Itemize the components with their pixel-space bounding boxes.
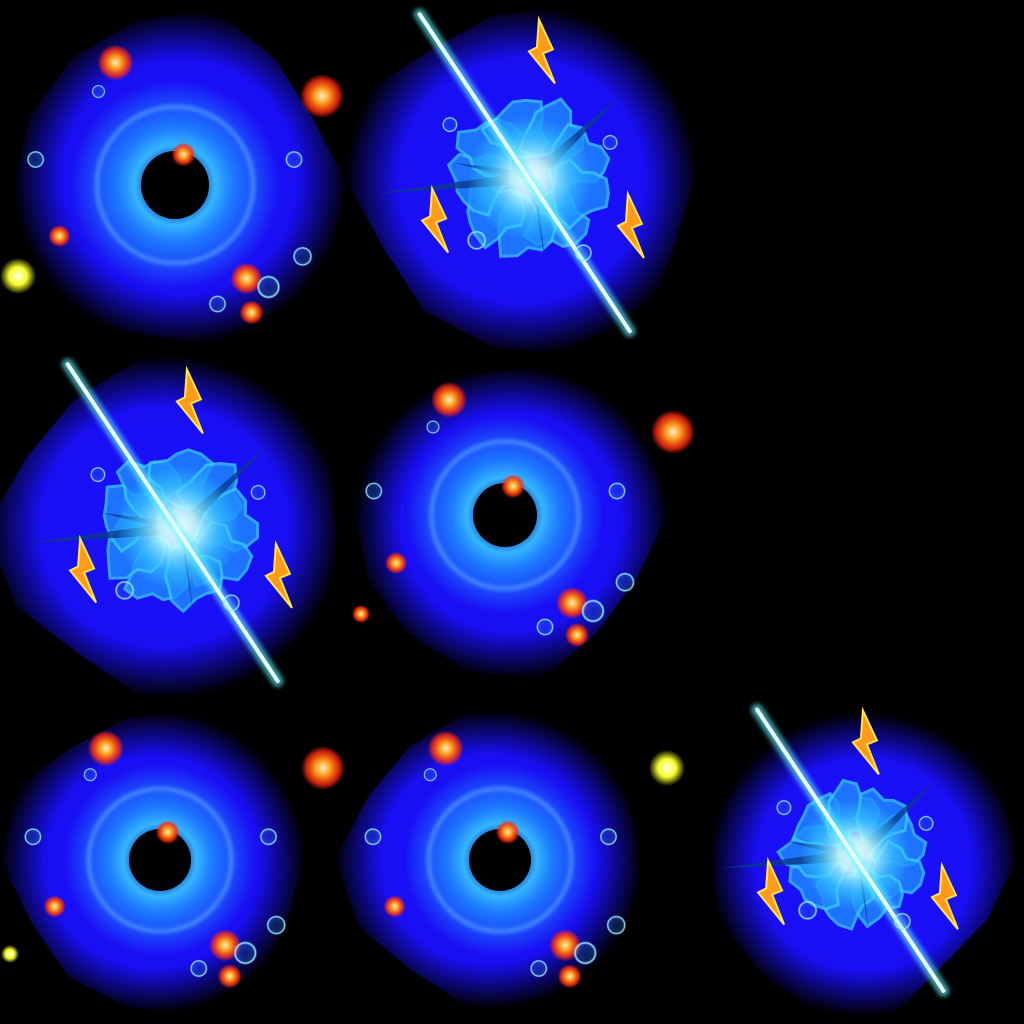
bubble bbox=[573, 941, 598, 965]
bubble bbox=[466, 230, 487, 251]
ember-spark bbox=[495, 820, 520, 845]
ember-spark bbox=[171, 142, 196, 167]
ember-spark bbox=[557, 964, 582, 989]
sprite-frame-4 bbox=[345, 355, 669, 680]
sprite-frame-7 bbox=[697, 697, 1019, 1017]
bubble bbox=[208, 295, 227, 313]
bubble bbox=[222, 593, 241, 612]
sprite-frame-6 bbox=[334, 705, 655, 1015]
light-beam bbox=[755, 707, 946, 993]
sprite-frame-2 bbox=[345, 0, 708, 356]
bubble bbox=[441, 116, 458, 133]
bubble bbox=[893, 912, 912, 931]
bubble bbox=[918, 815, 935, 832]
bubble bbox=[615, 572, 635, 593]
ring-hole bbox=[469, 829, 531, 891]
bubble bbox=[266, 915, 287, 936]
sprite-frame-1 bbox=[5, 9, 348, 355]
ring-hole bbox=[141, 151, 209, 219]
ember-spark bbox=[87, 730, 124, 767]
ember-spark bbox=[556, 587, 589, 619]
fire-spark bbox=[264, 539, 293, 609]
ember-spark bbox=[97, 44, 134, 81]
bubble bbox=[83, 767, 98, 782]
ember-spark bbox=[383, 895, 406, 918]
bubble bbox=[23, 827, 42, 846]
sprite-frame-5 bbox=[0, 705, 315, 1015]
bubble bbox=[256, 275, 281, 299]
fire-spark bbox=[930, 861, 959, 930]
bubble bbox=[364, 482, 383, 500]
bubble bbox=[797, 900, 818, 921]
ember-spark bbox=[427, 730, 464, 767]
bubble bbox=[775, 799, 792, 816]
fire-spark bbox=[175, 365, 204, 435]
ember-spark bbox=[230, 262, 263, 295]
bubble bbox=[608, 482, 626, 500]
fire-spark bbox=[756, 856, 786, 926]
bubble bbox=[423, 767, 438, 782]
ember-spark bbox=[431, 381, 467, 418]
bubble bbox=[259, 827, 278, 846]
bubble bbox=[581, 599, 605, 623]
bubble bbox=[426, 420, 440, 434]
ring-highlight bbox=[87, 787, 233, 933]
light-beam bbox=[65, 362, 280, 684]
ember-spark bbox=[48, 225, 71, 247]
fire-spark bbox=[420, 184, 450, 254]
ember-spark bbox=[385, 552, 408, 574]
fire-spark bbox=[851, 706, 880, 776]
ember-spark bbox=[239, 300, 264, 325]
ring-highlight bbox=[427, 787, 573, 933]
fire-spark bbox=[616, 189, 645, 259]
ring-highlight bbox=[95, 105, 255, 265]
bubble bbox=[91, 84, 106, 99]
bubble bbox=[529, 959, 548, 978]
bubble bbox=[574, 243, 593, 262]
bubble bbox=[233, 941, 258, 965]
bubble bbox=[89, 466, 106, 483]
ember-spark bbox=[43, 895, 66, 918]
bubble bbox=[536, 618, 554, 636]
fire-spark bbox=[527, 15, 556, 85]
bubble bbox=[599, 827, 618, 846]
bubble bbox=[602, 134, 619, 151]
sprite-frame-3 bbox=[0, 350, 356, 706]
ember-spark bbox=[549, 929, 582, 962]
ring-hole bbox=[129, 829, 191, 891]
light-beam bbox=[417, 12, 632, 334]
ring-hole bbox=[473, 483, 537, 547]
ember-spark bbox=[565, 623, 589, 647]
bubble bbox=[189, 959, 208, 978]
bubble bbox=[363, 827, 382, 846]
ember-spark bbox=[217, 964, 242, 989]
bubble bbox=[606, 915, 627, 936]
ember-spark bbox=[501, 474, 525, 499]
bubble bbox=[250, 484, 267, 501]
bubble bbox=[26, 150, 45, 169]
ember-spark bbox=[155, 820, 180, 845]
bubble bbox=[292, 246, 313, 267]
fire-spark bbox=[68, 534, 98, 604]
bubble bbox=[114, 580, 135, 601]
ember-spark bbox=[209, 929, 242, 962]
ring-highlight bbox=[429, 439, 581, 591]
bubble bbox=[285, 150, 303, 169]
